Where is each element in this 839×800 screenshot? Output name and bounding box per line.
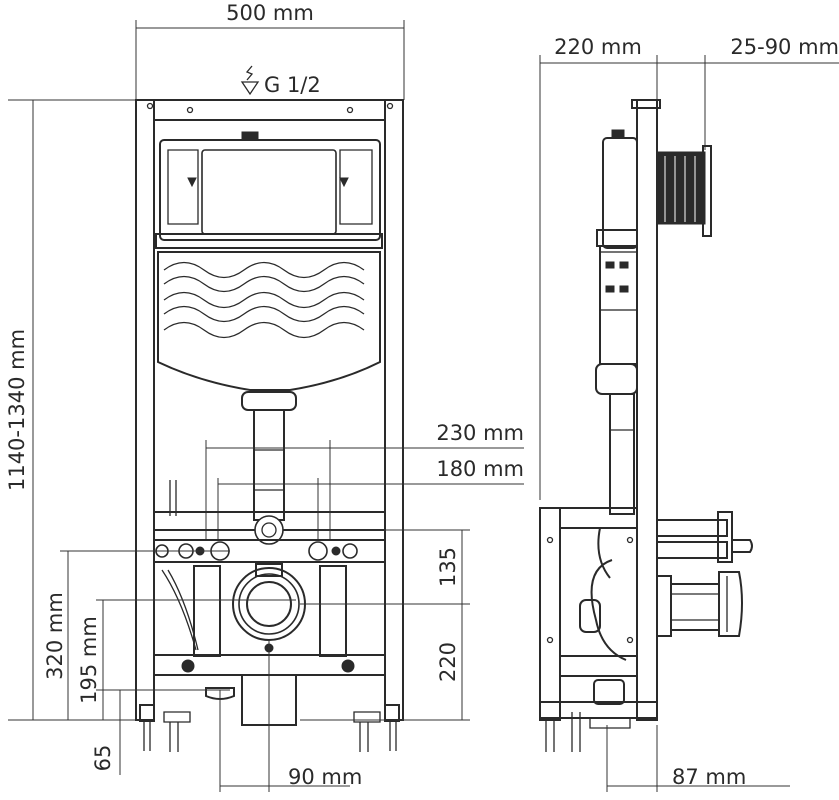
water-supply: G 1/2 — [240, 65, 321, 97]
height-label: 1140-1340 mm — [5, 329, 29, 491]
side-lower-frame — [539, 507, 658, 752]
width-dimension: 500 mm — [135, 1, 405, 100]
flush-outer-label: 230 mm — [436, 421, 524, 445]
side-view: 220 mm 25-90 mm — [539, 35, 839, 792]
mount-height-label: 320 mm — [43, 592, 67, 680]
width-label: 500 mm — [226, 1, 314, 25]
front-view: 500 mm G 1/2 1140-1340 mm — [5, 1, 524, 792]
left-dimensions: 320 mm 195 mm 65 — [43, 550, 296, 775]
cistern — [155, 131, 383, 521]
drain-offset-dimension: 90 mm — [219, 640, 362, 792]
depth-label: 220 mm — [554, 35, 642, 59]
side-drain-dimension: 87 mm — [606, 725, 790, 792]
flush-inner-label: 180 mm — [436, 457, 524, 481]
side-upright — [631, 99, 661, 721]
height-dimension: 1140-1340 mm — [5, 99, 136, 721]
side-cistern — [595, 129, 638, 515]
wall-bracket — [656, 145, 712, 237]
foot-label: 65 — [91, 745, 115, 772]
bolt-lower-label: 220 — [436, 642, 460, 682]
drain-offset-label: 90 mm — [288, 765, 362, 789]
flush-connection — [656, 511, 753, 563]
drain-connection — [656, 571, 743, 637]
drain-height-label: 195 mm — [77, 616, 101, 704]
side-drain-offset-label: 87 mm — [672, 765, 746, 789]
right-dimensions: 135 220 — [300, 529, 470, 721]
depth-dimension: 220 mm 25-90 mm — [539, 35, 839, 500]
supply-label: G 1/2 — [264, 73, 321, 97]
water-supply-icon — [240, 65, 260, 96]
flush-dimensions: 230 mm 180 mm — [205, 421, 524, 540]
adjust-label: 25-90 mm — [730, 35, 839, 59]
bolt-upper-label: 135 — [436, 547, 460, 587]
